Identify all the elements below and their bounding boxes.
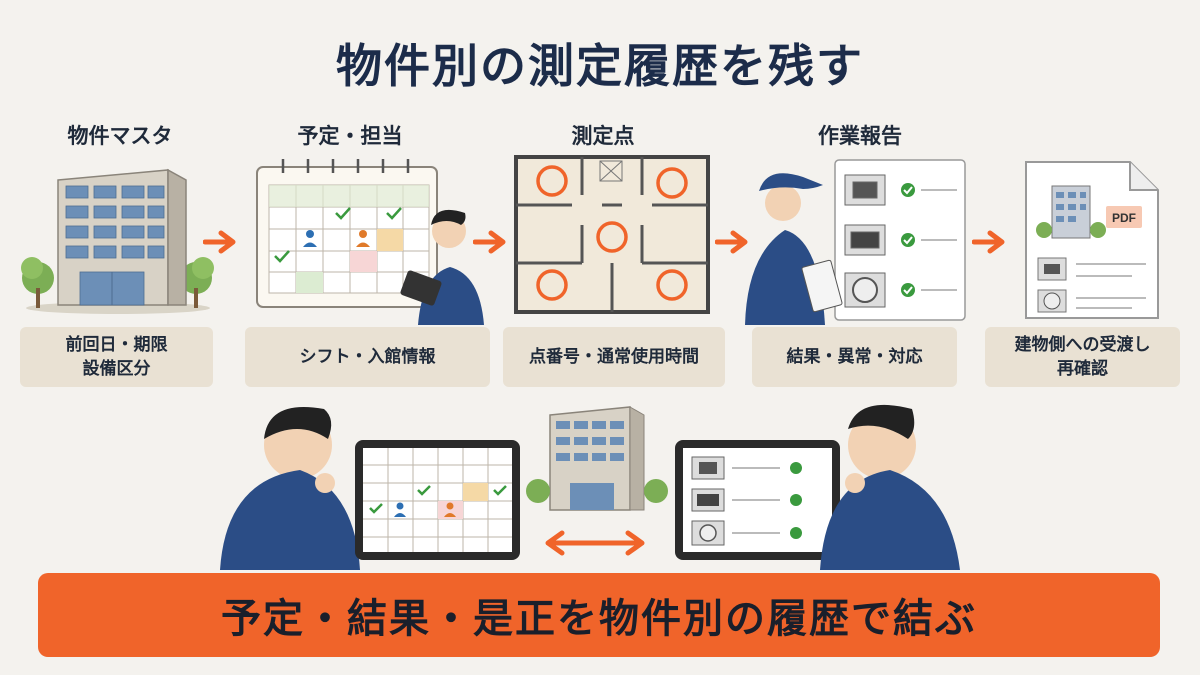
caption-line: 前回日・期限 [65, 335, 168, 355]
arrow-right-icon [203, 230, 239, 254]
step-title-work-report: 作業報告 [818, 124, 902, 148]
arrow-right-icon [715, 230, 751, 254]
step-title-measurement-points: 測定点 [571, 124, 635, 148]
step-title-property-master: 物件マスタ [67, 124, 173, 148]
office-building-illustration [18, 160, 218, 315]
caption-line: シフト・入館情報 [299, 347, 436, 367]
pdf-document-illustration: PDF [1022, 158, 1162, 323]
pdf-label: PDF [1112, 211, 1136, 225]
caption-property-master: 前回日・期限 設備区分 [20, 327, 213, 387]
caption-handover: 建物側への受渡し 再確認 [985, 327, 1180, 387]
caption-work-report: 結果・異常・対応 [752, 327, 957, 387]
caption-line: 点番号・通常使用時間 [529, 347, 699, 367]
step-title-schedule: 予定・担当 [297, 124, 403, 148]
caption-line: 建物側への受渡し [1014, 335, 1151, 355]
caption-line: 結果・異常・対応 [786, 347, 923, 367]
calendar-with-worker-illustration [253, 155, 493, 325]
page-title: 物件別の測定履歴を残す [336, 39, 864, 93]
arrow-right-icon [473, 230, 509, 254]
summary-banner: 予定・結果・是正を物件別の履歴で結ぶ [38, 573, 1160, 657]
worker-with-report-illustration [745, 155, 970, 325]
floor-plan-illustration [512, 155, 712, 315]
caption-measurement-points: 点番号・通常使用時間 [503, 327, 725, 387]
workers-with-tablets-illustration [220, 395, 960, 570]
arrow-right-icon [972, 230, 1008, 254]
caption-schedule: シフト・入館情報 [245, 327, 490, 387]
caption-line: 再確認 [1057, 359, 1108, 379]
caption-line: 設備区分 [82, 359, 151, 379]
